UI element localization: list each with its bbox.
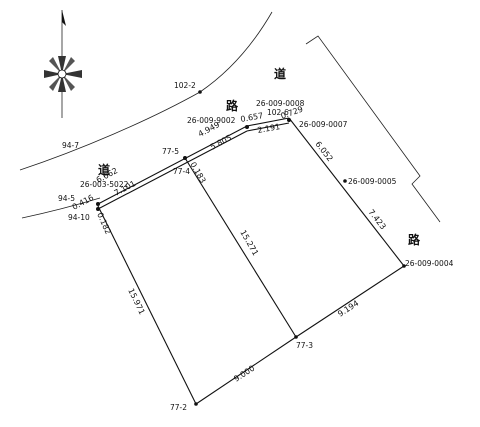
point-label-102-6: 102-6 [267,108,289,117]
lot-lines [97,117,405,405]
road-label: 路 [408,232,421,247]
point-label-26-009-9002: 26-009-9002 [187,116,236,125]
dimension-label: 0.657 [240,111,264,124]
dimension-label: 5.805 [209,133,233,152]
point-label-26-003-5022: 26-003-5022 [80,180,129,189]
point-label-26-009-0004: 26-009-0004 [405,259,454,268]
point-label-26-009-0007: 26-009-0007 [299,120,348,129]
dimension-label: 9.194 [336,299,360,319]
survey-points [96,90,406,406]
dimension-label: 15.271 [238,229,260,258]
dimension-label: 2.191 [257,122,281,135]
point-label-102-2: 102-2 [174,81,196,90]
road-boundary-upper [19,11,273,171]
dimension-label: 0.183 [188,161,207,185]
road-label: 道 [98,162,110,177]
right-boundary [305,35,441,223]
dimension-label: 15.971 [126,287,146,316]
point-label-77-2: 77-2 [170,403,187,412]
dimension-label: 9.000 [232,364,256,384]
road-boundary-lower [21,197,101,219]
road-label: 道 [274,66,286,81]
point-label-77-4: 77-4 [173,167,190,176]
road-label: 路 [226,98,239,113]
point-label-77-5: 77-5 [162,147,179,156]
point-label-94-10: 94-10 [68,213,90,222]
point-label-94-7: 94-7 [62,141,79,150]
point-label-26-009-0008: 26-009-0008 [256,99,305,108]
dimension-label: 7.423 [366,208,387,232]
compass-rose-icon [44,10,82,118]
point-label-26-009-0005: 26-009-0005 [348,177,397,186]
dimension-label: 6.052 [313,140,334,164]
point-label-94-5: 94-5 [58,194,75,203]
dimension-label: 0.182 [95,211,113,236]
point-label-77-3: 77-3 [296,341,313,350]
